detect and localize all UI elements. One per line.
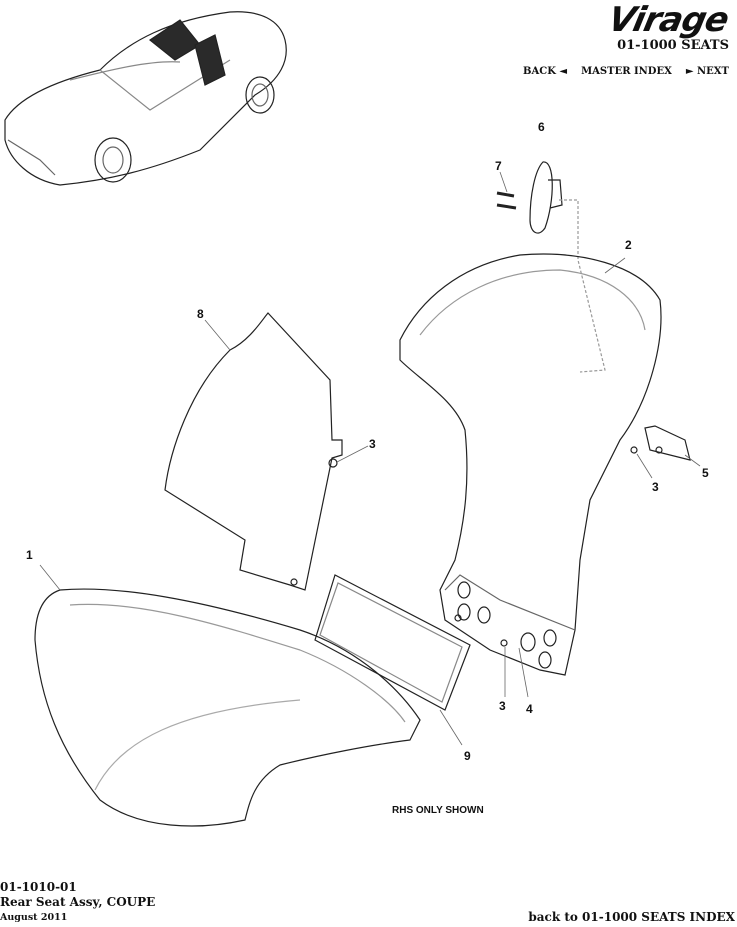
back-to-seats-index-link[interactable]: back to 01-1000 SEATS INDEX (528, 910, 735, 924)
virage-logo: Virage (604, 0, 732, 40)
assembly-title: Rear Seat Assy, COUPE (0, 895, 156, 909)
callout-3-bracket: 3 (652, 480, 659, 494)
callout-8: 8 (197, 307, 204, 321)
callout-3-pivot: 3 (499, 699, 506, 713)
part-5-bracket (644, 425, 701, 467)
part-6-escutcheon (529, 161, 606, 373)
part-7-screws (496, 171, 517, 210)
part-9-pad (314, 574, 471, 746)
section-title: 01-1000 SEATS (617, 38, 729, 53)
rhs-only-note: RHS ONLY SHOWN (392, 805, 484, 816)
part-2-seat-back (399, 253, 662, 676)
callout-6: 6 (538, 120, 545, 134)
car-overview-image (4, 11, 287, 186)
callout-2: 2 (625, 238, 632, 252)
next-link[interactable]: ► NEXT (685, 66, 729, 77)
callout-9: 9 (464, 749, 471, 763)
callout-1: 1 (26, 548, 33, 562)
back-link[interactable]: BACK ◄ (523, 66, 568, 77)
part-1-seat-cushion (34, 564, 421, 827)
part-code: 01-1010-01 (0, 880, 77, 894)
callout-4: 4 (526, 702, 533, 716)
part-3-bolts (290, 445, 663, 698)
callout-7: 7 (495, 159, 502, 173)
publication-date: August 2011 (0, 912, 68, 923)
part-8-side-panel (164, 312, 343, 591)
master-index-link[interactable]: MASTER INDEX (581, 66, 672, 77)
callout-3-side-panel: 3 (369, 437, 376, 451)
callout-5: 5 (702, 466, 709, 480)
navigation-bar: BACK ◄ MASTER INDEX ► NEXT (523, 66, 729, 77)
